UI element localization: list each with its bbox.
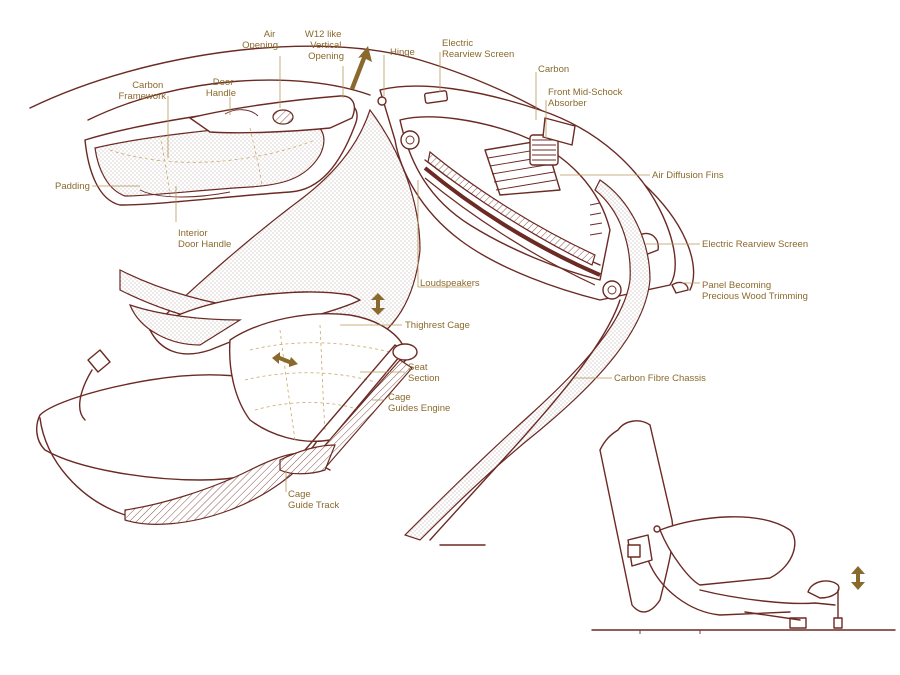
label-electric-rearview-right: Electric Rearview Screen bbox=[702, 239, 808, 250]
label-door-handle: Door Handle bbox=[206, 77, 236, 99]
thighrest-arrow bbox=[371, 293, 385, 315]
label-air-diffusion-fins: Air Diffusion Fins bbox=[652, 170, 724, 181]
leader-lines bbox=[92, 52, 700, 492]
dashboard-console bbox=[377, 85, 689, 301]
label-panel-becoming: Panel Becoming Precious Wood Trimming bbox=[702, 280, 808, 302]
seat-side-view bbox=[591, 420, 896, 634]
hinge-arrow bbox=[350, 46, 372, 90]
pedal-arrow bbox=[851, 566, 865, 590]
seat-arrow bbox=[272, 352, 298, 367]
label-padding: Padding bbox=[55, 181, 90, 192]
label-thighrest-cage: Thighrest Cage bbox=[405, 320, 470, 331]
label-cage-guide-track: Cage Guide Track bbox=[288, 489, 339, 511]
label-loudspeakers: Loudspeakers bbox=[420, 278, 480, 289]
door-panel bbox=[84, 95, 358, 206]
label-air-opening: Air Opening bbox=[242, 29, 278, 51]
label-carbon-framework: Carbon Framework bbox=[118, 80, 166, 102]
chassis-arm bbox=[403, 179, 651, 546]
label-electric-rearview-top: Electric Rearview Screen bbox=[442, 38, 514, 60]
labels: Air Opening W12 like Vertical Opening Hi… bbox=[55, 29, 808, 511]
seat-assembly bbox=[36, 291, 418, 525]
label-carbon: Carbon bbox=[538, 64, 569, 75]
label-carbon-fibre-chassis: Carbon Fibre Chassis bbox=[614, 373, 706, 384]
label-w12-opening: W12 like Vertical Opening bbox=[305, 29, 344, 62]
label-hinge: Hinge bbox=[390, 47, 415, 58]
roof-outline bbox=[29, 45, 695, 291]
label-cage-guides-engine: Cage Guides Engine bbox=[388, 392, 450, 414]
label-front-shock: Front Mid-Schock Absorber bbox=[548, 87, 625, 109]
label-interior-door-handle: Interior Door Handle bbox=[178, 228, 231, 250]
label-seat-section: Seat Section bbox=[408, 362, 440, 384]
shock-absorber bbox=[529, 134, 559, 166]
